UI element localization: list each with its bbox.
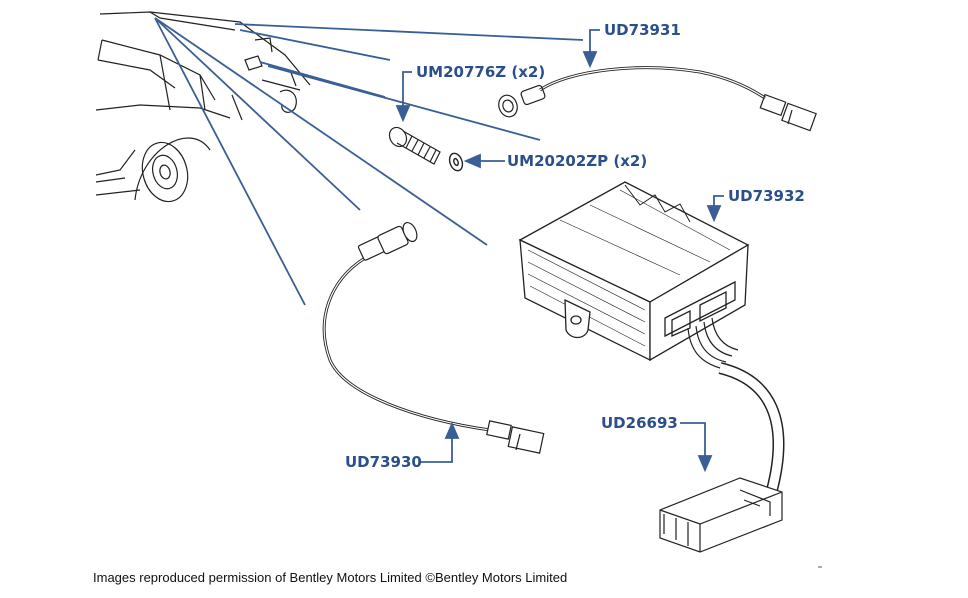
label-ud73932: UD73932 — [728, 187, 805, 205]
label-ud73930: UD73930 — [345, 453, 422, 471]
sensor-ud73930 — [322, 221, 545, 454]
label-um20202zp: UM20202ZP (x2) — [507, 152, 648, 170]
screw-um20776z — [388, 126, 441, 165]
label-ud73931: UD73931 — [604, 21, 681, 39]
label-ud26693: UD26693 — [601, 414, 678, 432]
pointer-lines — [154, 17, 584, 306]
control-unit-ud73932 — [518, 181, 750, 362]
car-outline — [95, 11, 311, 203]
washer-um20202zp — [448, 152, 464, 172]
label-um20776z: UM20776Z (x2) — [416, 63, 546, 81]
harness-ud26693 — [659, 317, 785, 553]
callout-pointers — [395, 29, 724, 473]
copyright-credit: Images reproduced permission of Bentley … — [93, 570, 568, 585]
sensor-ud73931 — [498, 66, 817, 132]
